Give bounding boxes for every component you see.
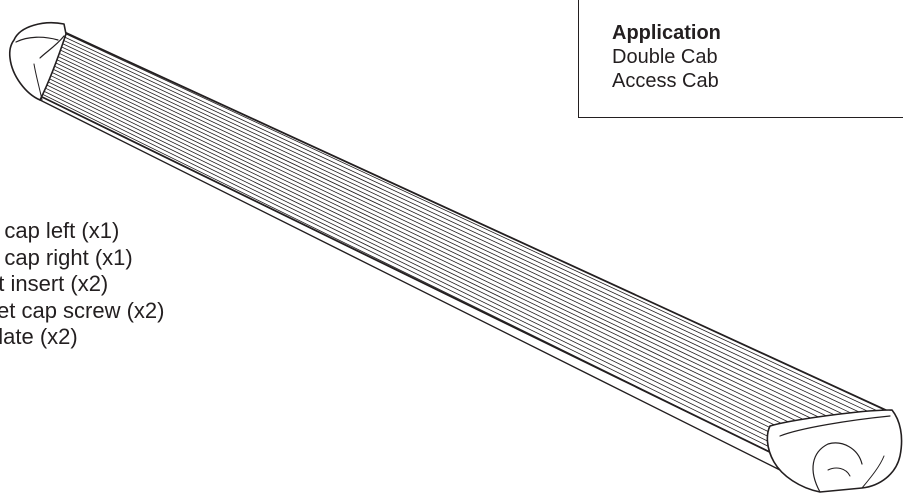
- parts-list-item: plate (x2): [0, 324, 78, 349]
- tread-rib-line: [52, 65, 831, 438]
- tread-rib-line: [61, 43, 869, 422]
- parts-list-item: d cap left (x1): [0, 218, 120, 243]
- tread-rib-line: [64, 36, 880, 417]
- parts-list-item: ket cap screw (x2): [0, 297, 165, 323]
- tread-rib-line: [46, 80, 804, 450]
- application-title: Application: [612, 22, 721, 44]
- tread-rib-line: [44, 87, 794, 454]
- application-box: Application Double Cab Access Cab: [578, 0, 903, 118]
- tread-rib-line: [41, 93, 783, 459]
- application-item: Double Cab: [612, 46, 718, 68]
- tread-rib-line: [47, 77, 810, 447]
- tread-rib-line: [54, 62, 837, 436]
- tread-rib-line: [51, 68, 826, 440]
- board-front-edge: [39, 95, 787, 461]
- tread-rib-line: [65, 33, 885, 415]
- tread-rib-line: [59, 49, 858, 426]
- application-item: Access Cab: [612, 70, 719, 92]
- board-bottom-edge: [39, 99, 781, 471]
- tread-rib-line: [50, 71, 820, 443]
- tread-rib-line: [63, 39, 874, 420]
- tread-rib-line: [45, 84, 799, 452]
- tread-rib-line: [60, 46, 863, 424]
- tread-rib-line: [42, 90, 788, 457]
- tread-rib-line: [56, 55, 847, 431]
- board-top-edge: [63, 31, 891, 413]
- tread-rib-line: [58, 52, 853, 429]
- end-cap-right-drawing: [766, 409, 903, 493]
- parts-list: d cap left (x1) d cap right (x1) ut inse…: [0, 218, 165, 351]
- end-cap-left-drawing: [8, 22, 67, 101]
- tread-rib-line: [55, 58, 842, 433]
- tread-ribs: [41, 33, 885, 459]
- parts-list-item: d cap right (x1): [0, 244, 133, 270]
- application-text: Application Double Cab Access Cab: [612, 21, 721, 93]
- parts-list-item: ut insert (x2): [0, 271, 109, 296]
- tread-rib-line: [49, 74, 815, 445]
